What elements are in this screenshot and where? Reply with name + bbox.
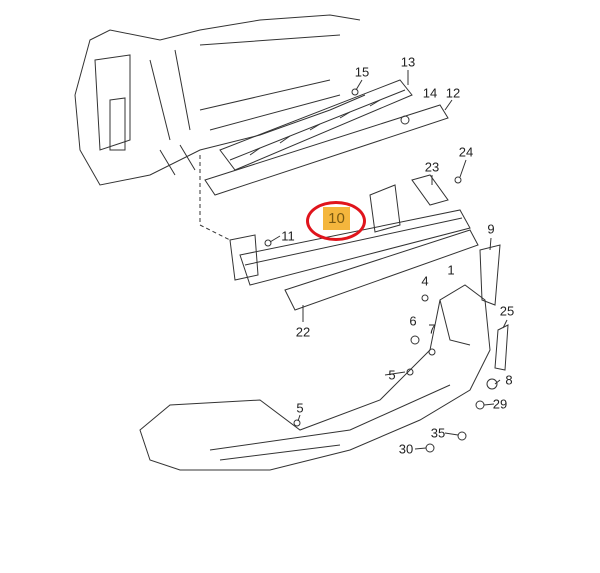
part-label-4: 4	[421, 273, 429, 289]
part-label-10-highlighted[interactable]: 10	[323, 207, 350, 230]
part-22-shape	[284, 229, 479, 311]
part-label-23: 23	[424, 159, 440, 175]
part-label-24: 24	[458, 144, 474, 160]
part-12-shape	[204, 104, 449, 196]
highlight-circle	[306, 201, 366, 241]
body-frame	[74, 14, 366, 186]
part-label-6: 6	[409, 313, 417, 329]
part-label-8: 8	[505, 372, 513, 388]
part-label-25: 25	[499, 303, 515, 319]
part-label-5-lower: 5	[296, 400, 304, 416]
bumper-cover-shape	[139, 284, 491, 471]
part-label-35: 35	[430, 425, 446, 441]
part-10-shape	[239, 209, 471, 286]
part-13-shape	[219, 79, 413, 171]
part-label-13: 13	[400, 54, 416, 70]
part-label-12: 12	[445, 85, 461, 101]
part-label-9: 9	[487, 221, 495, 237]
part-label-30: 30	[398, 441, 414, 457]
part-label-11: 11	[281, 228, 295, 244]
part-label-14: 14	[422, 85, 438, 101]
part-label-7: 7	[428, 321, 436, 337]
part-label-1: 1	[447, 262, 455, 278]
part-label-15: 15	[354, 64, 370, 80]
part-label-5: 5	[388, 367, 396, 383]
part-label-22: 22	[295, 324, 311, 340]
part-label-29: 29	[492, 396, 508, 412]
